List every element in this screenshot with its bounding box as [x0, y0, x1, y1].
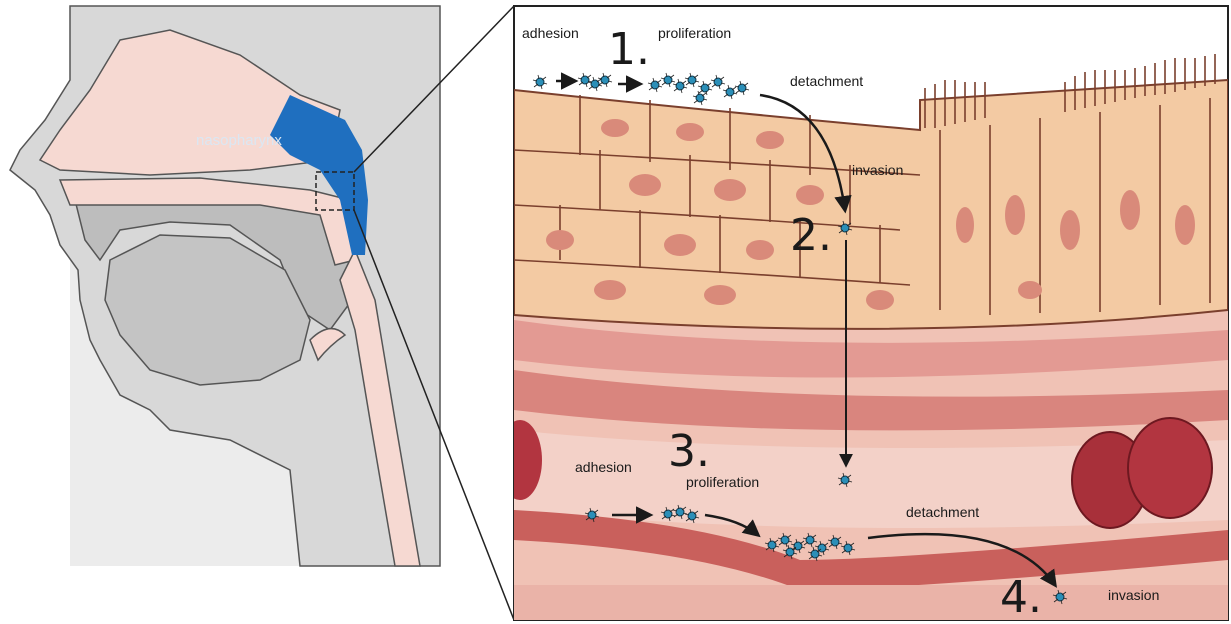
label-detachment-bottom: detachment — [906, 504, 979, 520]
label-detachment-top: detachment — [790, 73, 863, 89]
label-invasion-bottom: invasion — [1108, 587, 1159, 603]
label-invasion-top: invasion — [852, 162, 903, 178]
step-1: 1. — [608, 24, 650, 75]
label-adhesion-bottom: adhesion — [575, 459, 632, 475]
step-3: 3. — [668, 426, 710, 477]
rbc-2 — [1128, 418, 1212, 518]
label-adhesion-top: adhesion — [522, 25, 579, 41]
step-4: 4. — [1000, 572, 1042, 623]
detail-panel: adhesion proliferation detachment invasi… — [498, 6, 1228, 624]
step-2: 2. — [790, 210, 832, 261]
label-proliferation-top: proliferation — [658, 25, 731, 41]
nasopharynx-label: nasopharynx — [196, 132, 282, 149]
rbc-3 — [498, 420, 542, 500]
head-diagram: nasopharynx — [10, 6, 514, 620]
